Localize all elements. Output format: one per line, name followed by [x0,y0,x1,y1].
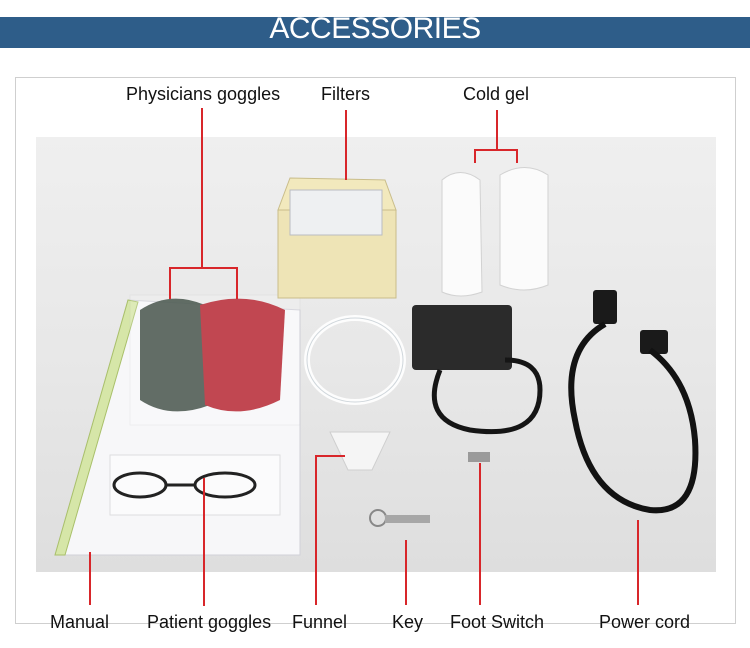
page-title: ACCESSORIES [269,12,481,45]
label-manual: Manual [50,612,110,632]
callout-line-physicians-goggles [201,108,203,268]
callout-bracket-left-cold-gel [474,149,476,163]
callout-line-filters [345,110,347,180]
filters-box-illustration [277,177,397,299]
callout-bracket-left-physicians [169,267,171,299]
callout-bracket-right-physicians [236,267,238,299]
key-illustration [369,509,430,527]
callout-bracket-cold-gel [474,149,518,151]
cold-gel-bottles-illustration [441,167,549,297]
label-cold-gel: Cold gel [463,84,530,104]
label-key: Key [392,612,424,632]
callout-line-foot-switch [479,463,481,605]
power-cord-illustration [568,290,699,514]
callout-bracket-right-cold-gel [516,149,518,163]
label-patient-goggles: Patient goggles [147,612,272,632]
physicians-goggles-illustration [129,294,301,426]
label-filters: Filters [321,84,370,104]
patient-goggles-illustration [109,454,281,516]
label-foot-switch: Foot Switch [450,612,545,632]
callout-line-funnel [315,455,317,605]
callout-line-power-cord [637,520,639,605]
label-power-cord: Power cord [599,612,691,632]
callout-bracket-funnel [315,455,345,457]
label-funnel: Funnel [292,612,348,632]
callout-line-key [405,540,407,605]
callout-line-manual [89,552,91,605]
callout-line-cold-gel [496,110,498,150]
label-physicians-goggles: Physicians goggles [126,84,281,104]
callout-line-patient-goggles [203,478,205,606]
callout-bracket-physicians-goggles [169,267,237,269]
funnel-illustration [304,315,406,471]
foot-switch-illustration [412,305,543,462]
header-banner [0,17,750,48]
